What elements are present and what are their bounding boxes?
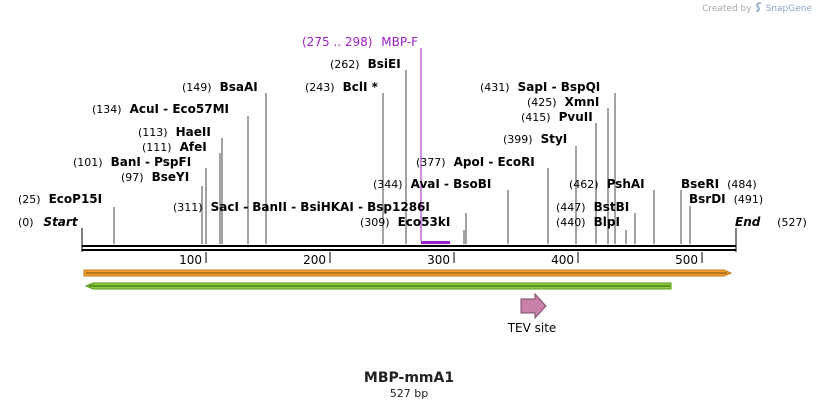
site-label-bcli[interactable]: (243)BclI * xyxy=(305,80,379,94)
site-label-bseyi[interactable]: (97)BseYI xyxy=(121,170,189,184)
site-label-bstbi[interactable]: (447)BstBI xyxy=(556,200,629,214)
site-label-bseri[interactable]: BseRI(484) xyxy=(681,177,757,191)
site-label-bani[interactable]: (101)BanI - PspFI xyxy=(73,155,191,169)
tev-site-feature[interactable] xyxy=(520,292,547,320)
site-lines xyxy=(113,70,691,244)
sequence-title-block: MBP-mmA1 527 bp xyxy=(0,370,818,400)
sequence-name: MBP-mmA1 xyxy=(363,370,455,386)
site-label-haeii[interactable]: (113)HaeII xyxy=(138,125,211,139)
svg-text:End (527): End (527) xyxy=(735,215,807,229)
green-reverse-feature[interactable] xyxy=(84,282,672,290)
credit-brand: SnapGene xyxy=(765,3,812,14)
site-label-blpi[interactable]: (440)BlpI xyxy=(556,215,620,229)
end-position: (527) xyxy=(777,216,807,229)
start-label: Start xyxy=(43,215,78,229)
orange-forward-feature[interactable] xyxy=(83,269,733,277)
sequence-length: 527 bp xyxy=(389,387,429,400)
primer-name[interactable]: MBP-F xyxy=(381,35,418,49)
svg-text:(275 .. 298) MBP-F: (275 .. 298) MBP-F xyxy=(302,35,418,49)
site-label-bsaai[interactable]: (149)BsaAI xyxy=(182,80,258,94)
credit-prefix: Created by xyxy=(702,3,752,14)
site-label-acui[interactable]: (134)AcuI - Eco57MI xyxy=(92,102,229,116)
ruler xyxy=(205,252,703,263)
dna-backbone xyxy=(82,245,736,251)
site-label-pvuii[interactable]: (415)PvuII xyxy=(521,110,593,124)
site-label-ecop15i[interactable]: (25)EcoP15I xyxy=(18,192,102,206)
site-label-afei[interactable]: (111)AfeI xyxy=(142,140,207,154)
site-label-apoi[interactable]: (377)ApoI - EcoRI xyxy=(416,155,535,169)
site-label-eco53ki[interactable]: (309)Eco53kI xyxy=(360,215,450,229)
site-label-pshai[interactable]: (462)PshAI xyxy=(569,177,645,191)
ruler-label-300: 300 xyxy=(427,253,450,267)
snapgene-credit: Created by SnapGene xyxy=(702,2,812,15)
ruler-label-200: 200 xyxy=(303,253,326,267)
site-label-styi[interactable]: (399)StyI xyxy=(503,132,567,146)
site-label-avai[interactable]: (344)AvaI - BsoBI xyxy=(373,177,491,191)
ruler-label-100: 100 xyxy=(179,253,202,267)
start-position: (0) xyxy=(18,216,34,229)
primer-range: (275 .. 298) xyxy=(302,35,372,49)
site-label-sapi[interactable]: (431)SapI - BspQI xyxy=(480,80,600,94)
tev-site-label: TEV site xyxy=(507,321,557,335)
primer-bar[interactable] xyxy=(421,241,450,244)
site-label-xmni[interactable]: (425)XmnI xyxy=(527,95,599,109)
site-label-bsrdi[interactable]: BsrDI(491) xyxy=(689,192,763,206)
site-label-bsiei[interactable]: (262)BsiEI xyxy=(330,57,401,71)
site-label-saci[interactable]: (311)SacI - BanII - BsiHKAI - Bsp1286I xyxy=(173,200,430,214)
svg-text:(0) Start: (0) Start xyxy=(18,215,79,229)
ruler-label-400: 400 xyxy=(551,253,574,267)
ruler-label-500: 500 xyxy=(675,253,698,267)
end-label: End xyxy=(735,215,761,229)
snapgene-logo-icon xyxy=(755,2,763,15)
